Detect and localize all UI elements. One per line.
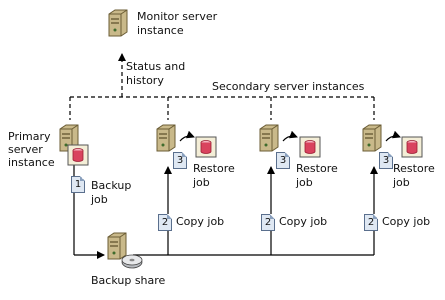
restore-arrows (179, 130, 401, 142)
backup-job-label-line2: job (91, 193, 108, 206)
secondary-database-3-icon (401, 136, 423, 158)
restore-job-2-label-line2: job (296, 176, 313, 189)
secondary-database-1-icon (195, 136, 217, 158)
copy-job-2-label: Copy job (279, 215, 328, 228)
copy-job-1-document-icon: 2 (158, 214, 172, 231)
primary-label-line3: instance (8, 156, 55, 169)
secondary-servers-label: Secondary server instances (212, 80, 365, 93)
copy-job-2-document-icon: 2 (261, 214, 275, 231)
backup-share-server-icon (107, 232, 127, 260)
restore-job-2-document-icon: 3 (276, 152, 290, 169)
restore-job-1-label-line1: Restore (193, 162, 235, 175)
restore-job-2-label-line1: Restore (296, 162, 338, 175)
primary-label-line1: Primary (8, 130, 51, 143)
copy-job-1-label: Copy job (176, 215, 225, 228)
monitor-label-line1: Monitor server (137, 10, 218, 23)
restore-job-3-label-line2: job (393, 176, 410, 189)
copy-lines (73, 150, 378, 259)
copy-job-3-document-icon: 2 (364, 214, 378, 231)
backup-job-document-icon: 1 (71, 176, 85, 193)
secondary-server-1-icon (156, 124, 176, 152)
status-history-label-line2: history (126, 74, 164, 87)
backup-share-label: Backup share (91, 274, 166, 287)
copy-job-3-label: Copy job (382, 215, 431, 228)
primary-label-line2: server (8, 143, 43, 156)
secondary-server-3-icon (362, 124, 382, 152)
restore-job-1-document-icon: 3 (173, 152, 187, 169)
monitor-server-icon (108, 9, 128, 37)
status-history-lines (69, 53, 375, 120)
backup-share-disk-icon (121, 254, 143, 269)
primary-database-icon (67, 144, 89, 166)
backup-job-label-line1: Backup (91, 179, 132, 192)
secondary-database-2-icon (299, 136, 321, 158)
monitor-label-line2: instance (137, 24, 184, 37)
status-history-label-line1: Status and (126, 60, 186, 73)
restore-job-1-label-line2: job (193, 176, 210, 189)
restore-job-3-document-icon: 3 (379, 152, 393, 169)
secondary-server-2-icon (259, 124, 279, 152)
restore-job-3-label-line1: Restore (393, 162, 435, 175)
